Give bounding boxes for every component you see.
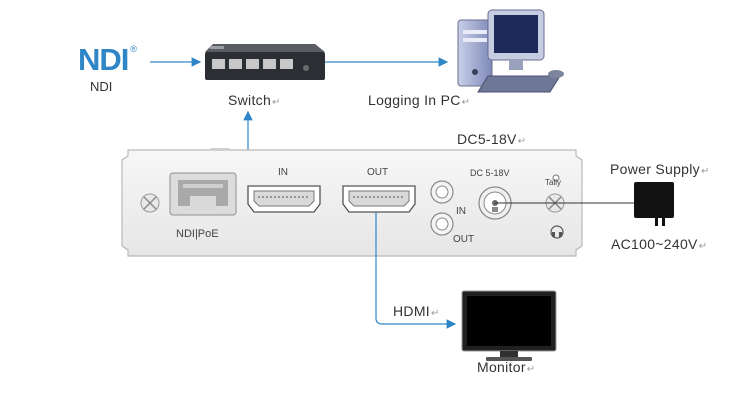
device-rear-panel (121, 148, 583, 257)
hdmi-out-port-icon (342, 185, 416, 213)
pc-icon (457, 9, 564, 93)
ndi-label: NDI (90, 79, 113, 94)
panel-tally-label: Tally (545, 178, 562, 187)
monitor-icon (461, 290, 557, 361)
network-switch-icon (205, 44, 325, 80)
panel-ndi-poe-label: NDI|PoE (176, 228, 219, 240)
power-supply-label: Power Supply↵ (610, 161, 710, 177)
tally-led-icon (552, 174, 560, 182)
monitor-label: Monitor↵ (477, 359, 536, 375)
panel-dc-label: DC 5-18V (470, 168, 510, 178)
panel-audio-in-label: IN (456, 206, 466, 217)
panel-hdmi-in-label: IN (278, 167, 288, 178)
panel-audio-out-label: OUT (453, 234, 475, 245)
dc-input-label: DC5-18V↵ (457, 131, 527, 147)
switch-label: Switch↵ (228, 92, 281, 108)
power-adapter-icon (634, 182, 674, 226)
ndi-logo: NDI® (78, 42, 137, 77)
pc-label: Logging In PC↵ (368, 92, 471, 108)
hdmi-cable-line (375, 212, 457, 329)
panel-hdmi-out-label: OUT (367, 167, 389, 178)
ac-voltage-label: AC100~240V↵ (611, 236, 708, 252)
headphone-icon (550, 225, 564, 239)
hdmi-in-port-icon (247, 185, 321, 213)
hdmi-label: HDMI↵ (393, 303, 440, 319)
